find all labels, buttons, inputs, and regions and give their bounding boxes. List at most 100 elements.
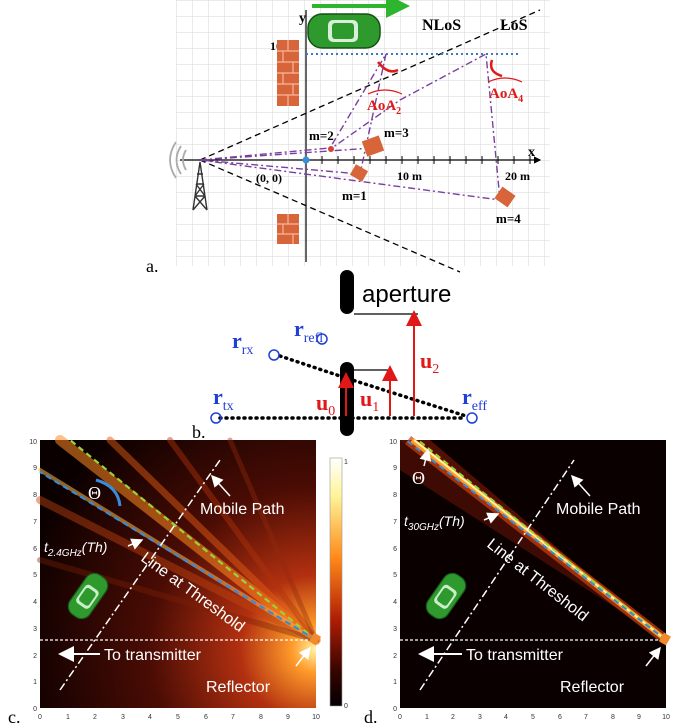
transmitter-tower-icon	[169, 141, 208, 211]
multipath-rays	[199, 52, 501, 201]
aperture-wall-top	[340, 270, 354, 314]
panel-c-label: c.	[8, 707, 21, 725]
heatmap-c-yticks: 0 1 2 3 4 5 6 7 8 9 10	[29, 439, 37, 713]
rx-point	[268, 349, 280, 361]
t-arrow-d	[483, 512, 500, 524]
svg-text:AoA4: AoA4	[489, 86, 523, 105]
theta-label-c: Θ	[88, 483, 101, 503]
aperture-label: aperture	[362, 281, 451, 308]
t-threshold-label-d: t30GHz(Th)	[404, 513, 465, 533]
svg-text:4: 4	[148, 714, 152, 721]
svg-text:7: 7	[584, 714, 588, 721]
origin-point	[302, 156, 310, 164]
svg-text:10: 10	[662, 714, 670, 721]
svg-text:10: 10	[389, 439, 397, 446]
svg-text:1: 1	[33, 679, 37, 686]
theta-arc-c	[95, 478, 122, 507]
theta-label-d: Θ	[412, 468, 425, 488]
u0-label: u0	[316, 390, 335, 419]
los-upper-boundary	[199, 9, 541, 161]
svg-text:8: 8	[33, 492, 37, 499]
svg-text:4: 4	[393, 599, 397, 606]
panel-b: aperture u0 u1 u2 rrx rrefl rtx reff b.	[192, 270, 487, 442]
svg-text:8: 8	[611, 714, 615, 721]
svg-text:AoA2: AoA2	[367, 98, 401, 117]
svg-text:6: 6	[204, 714, 208, 721]
heatmap-d-xticks: 0 1 2 3 4 5 6 7 8 9 10	[398, 714, 670, 721]
svg-text:9: 9	[33, 465, 37, 472]
reflector-d	[659, 632, 671, 646]
svg-text:10: 10	[29, 439, 37, 446]
x-10m-label: 10 m	[397, 169, 422, 183]
reflector-label-d: Reflector	[560, 679, 625, 696]
svg-text:2: 2	[33, 653, 37, 660]
t-arrow-c	[127, 538, 144, 550]
svg-text:8: 8	[393, 492, 397, 499]
reflector-c	[309, 632, 321, 646]
svg-text:3: 3	[33, 626, 37, 633]
scatterer-m3	[361, 135, 385, 157]
nlos-label: NLoS	[422, 17, 461, 34]
colorbar-top-tick: 1	[344, 459, 348, 466]
origin-label: (0, 0)	[256, 171, 282, 185]
svg-text:2: 2	[93, 714, 97, 721]
r-eff-label: reff	[462, 384, 487, 414]
los-label: LoS	[500, 17, 528, 34]
svg-text:7: 7	[231, 714, 235, 721]
svg-text:3: 3	[393, 626, 397, 633]
svg-text:7: 7	[393, 519, 397, 526]
svg-text:2: 2	[451, 714, 455, 721]
mobile-path-line-c	[59, 459, 221, 691]
aoa4-label: AoA4	[487, 77, 523, 105]
line-at-threshold-c	[39, 471, 317, 641]
colorbar-gradient	[329, 457, 343, 707]
scatterer-m4	[494, 186, 516, 208]
svg-text:4: 4	[33, 599, 37, 606]
u1-label: u1	[360, 386, 379, 415]
svg-text:0: 0	[33, 706, 37, 713]
t-threshold-label-c: t2.4GHz(Th)	[44, 539, 107, 559]
x-axis-label: x	[528, 145, 535, 160]
to-transmitter-label-d: To transmitter	[466, 647, 564, 664]
scatterer-m2	[328, 146, 334, 152]
to-transmitter-label-c: To transmitter	[104, 647, 202, 664]
aoa2-arc	[377, 61, 399, 73]
u2-label: u2	[420, 348, 439, 377]
car-icon	[307, 13, 381, 49]
heatmap-c-xticks: 0 1 2 3 4 5 6 7 8 9 10	[38, 714, 320, 721]
y-axis-label: y	[299, 11, 306, 26]
svg-text:3: 3	[478, 714, 482, 721]
svg-text:10: 10	[312, 714, 320, 721]
panel-a: y x 10 m 10 m 20 m (0, 0)	[146, 0, 550, 276]
line-at-threshold-d	[405, 439, 667, 641]
mobile-path-label-c: Mobile Path	[200, 501, 285, 518]
panel-c: 0 1 2 3 4 5 6 7 8 9 10 0 1 2 3 4 5 6 7 8…	[8, 435, 321, 725]
panel-a-label: a.	[146, 256, 159, 276]
svg-text:2: 2	[393, 653, 397, 660]
reflector-arrow-d	[645, 646, 661, 667]
colorbar-bottom-tick: 0	[344, 703, 348, 710]
eff-point	[466, 412, 478, 424]
svg-text:5: 5	[176, 714, 180, 721]
svg-text:0: 0	[393, 706, 397, 713]
label-m3: m=3	[384, 125, 409, 140]
colorbar: 1 0	[329, 457, 348, 710]
aoa4-arc	[489, 59, 503, 78]
mobile-path-line-d	[419, 459, 575, 691]
green-dashed-line-c	[69, 439, 317, 641]
r-rx-label: rrx	[232, 328, 253, 358]
tx-point	[210, 412, 222, 424]
svg-text:0: 0	[38, 714, 42, 721]
brick-wall-bottom	[277, 214, 299, 244]
panel-d: 0 1 2 3 4 5 6 7 8 9 10 0 1 2 3 4 5 6 7 8…	[364, 436, 671, 725]
svg-text:9: 9	[637, 714, 641, 721]
r-tx-label: rtx	[213, 384, 234, 414]
los-lower-boundary	[199, 159, 461, 273]
green-dashed-line-d	[417, 439, 667, 641]
label-m2: m=2	[309, 128, 334, 143]
svg-text:1: 1	[66, 714, 70, 721]
mobile-path-label-d: Mobile Path	[556, 501, 641, 518]
mobile-path-arrow-c	[210, 474, 231, 497]
svg-text:5: 5	[531, 714, 535, 721]
